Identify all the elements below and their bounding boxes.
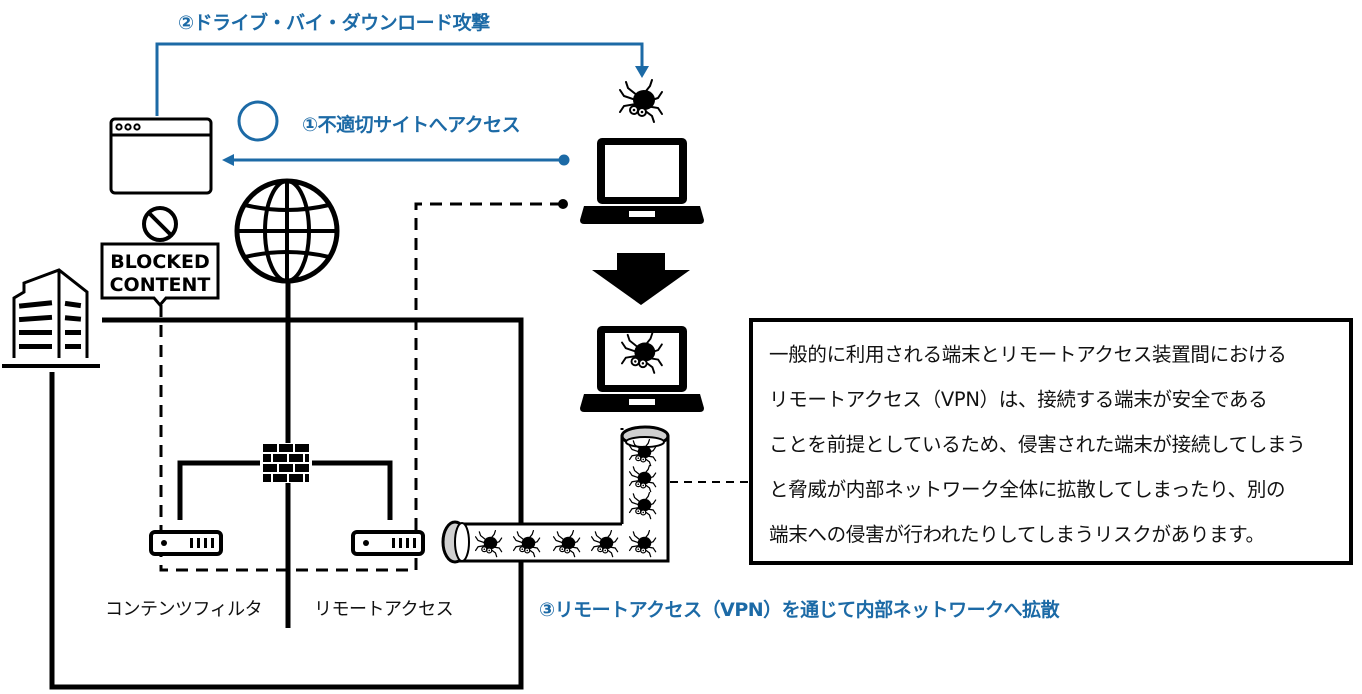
step1-label: ①不適切サイトへアクセス xyxy=(302,114,521,136)
building-icon xyxy=(2,268,100,368)
spider-icon xyxy=(619,79,663,123)
remote-access-label: リモートアクセス xyxy=(314,599,454,620)
blocked-sign-line1: BLOCKED xyxy=(110,251,209,273)
internal-network-boundary xyxy=(49,317,524,690)
laptop-icon xyxy=(580,138,704,224)
description-line: 端末への侵害が行われたりしてしまうリスクがあります。 xyxy=(769,523,1265,546)
content-filter-label: コンテンツフィルタ xyxy=(105,599,263,620)
drive-by-download-arrow xyxy=(155,42,649,116)
content-filter-server-icon xyxy=(149,530,223,556)
browser-window-icon xyxy=(109,117,213,195)
description-box: 一般的に利用される端末とリモートアクセス装置間における リモートアクセス（VPN… xyxy=(749,318,1353,565)
dashed-connection-line xyxy=(159,202,560,572)
description-line: ことを前提としているため、侵害された端末が接続してしまう xyxy=(769,433,1306,456)
description-line: リモートアクセス（VPN）は、接続する端末が安全である xyxy=(769,388,1268,411)
remote-access-server-icon xyxy=(351,530,425,556)
infected-laptop-icon xyxy=(580,326,704,412)
description-line: 一般的に利用される端末とリモートアクセス装置間における xyxy=(769,343,1287,366)
description-line: と脅威が内部ネットワーク全体に拡散してしまったり、別の xyxy=(769,478,1286,501)
blocked-sign-line2: CONTENT xyxy=(110,274,211,296)
down-arrow-icon xyxy=(592,253,690,305)
access-site-arrow xyxy=(222,154,570,166)
blocked-content-sign: BLOCKED CONTENT xyxy=(100,242,220,308)
firewall-icon xyxy=(177,443,393,520)
step2-label: ②ドライブ・バイ・ダウンロード攻撃 xyxy=(178,12,490,34)
globe-icon xyxy=(234,178,340,284)
step3-label: ③リモートアクセス（VPN）を通じて内部ネットワークへ拡散 xyxy=(539,599,1060,621)
step1-marker-circle xyxy=(237,100,279,142)
prohibited-icon xyxy=(142,206,178,242)
